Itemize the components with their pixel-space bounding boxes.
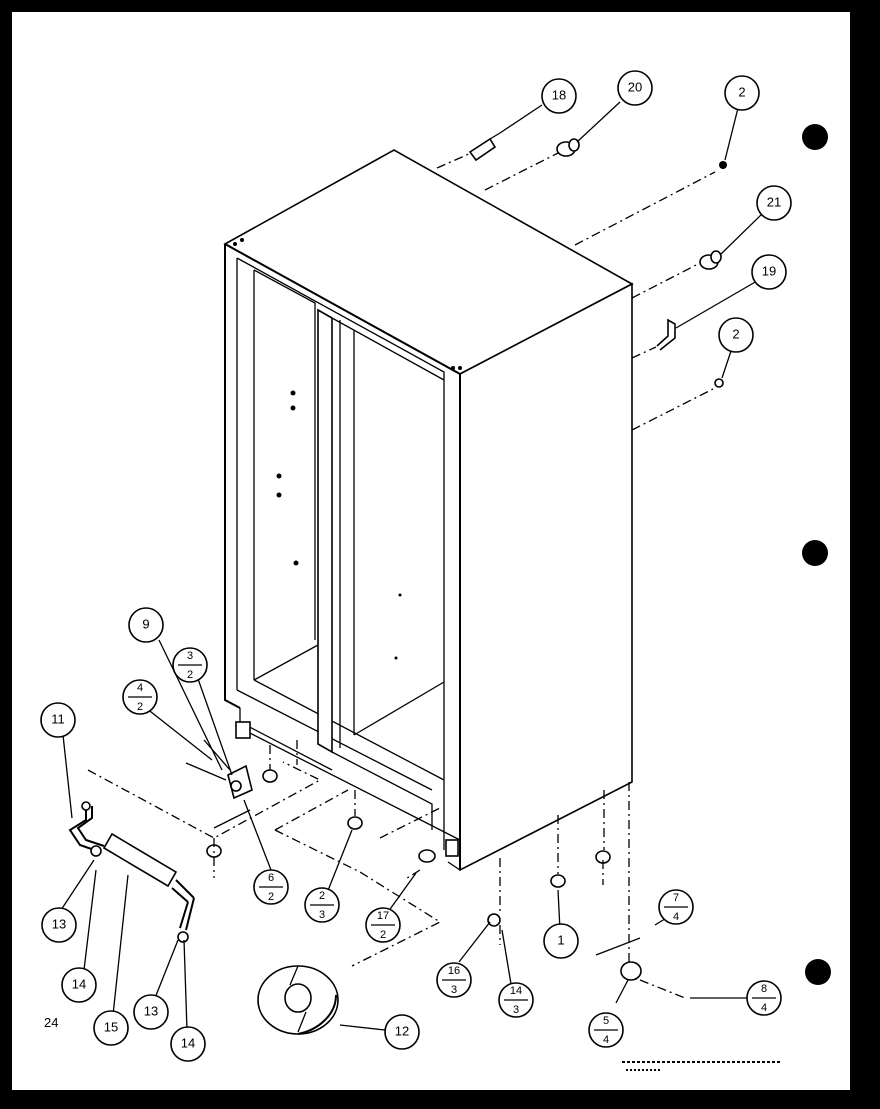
callout-5-over-4-bottom: 4 [603, 1034, 609, 1046]
callout-7-over-4-top: 7 [673, 892, 679, 904]
callout-9: 9 [128, 607, 164, 643]
callout-21: 21 [756, 185, 792, 221]
callout-14-right: 14 [170, 1026, 206, 1062]
callout-4-over-2-bottom: 2 [137, 701, 143, 713]
callout-2-side: 2 [718, 317, 754, 353]
callout-15-label: 15 [104, 1019, 118, 1034]
callout-12-label: 12 [395, 1023, 409, 1038]
callout-2-over-3-top: 2 [319, 890, 325, 902]
page-number: 24 [44, 1015, 59, 1030]
callout-8-over-4: 84 [746, 980, 782, 1016]
callout-19: 19 [751, 254, 787, 290]
part-2-screw-side [714, 378, 724, 388]
callout-13-right-label: 13 [144, 1003, 158, 1018]
callout-18-label: 18 [552, 87, 566, 102]
scan-artifact [622, 1061, 780, 1071]
callout-13-left-label: 13 [52, 916, 66, 931]
callout-4-over-2: 42 [122, 679, 158, 715]
callout-6-over-2-top: 6 [268, 872, 274, 884]
callout-14-over-3-bottom: 3 [513, 1004, 519, 1016]
hinge-bracket-assembly [185, 739, 253, 829]
callout-17-over-2-top: 17 [377, 910, 389, 922]
callout-11: 11 [40, 702, 76, 738]
refrigerator-cabinet [223, 149, 634, 872]
callout-2-over-3-bottom: 3 [319, 909, 325, 921]
binder-hole-bottom [805, 959, 831, 985]
callout-2-top-label: 2 [738, 84, 745, 99]
callout-3-over-2-bottom: 2 [187, 669, 193, 681]
part-20-plug [556, 138, 580, 157]
callout-14-right-label: 14 [181, 1035, 195, 1050]
part-12-drain-ring [257, 965, 339, 1035]
cabinet-right-side [459, 282, 633, 872]
callout-13-left: 13 [41, 907, 77, 943]
drain-tube-assembly [68, 801, 195, 943]
part-2-screw-top [719, 161, 727, 169]
callout-14-left: 14 [61, 967, 97, 1003]
callout-2-over-3: 23 [304, 887, 340, 923]
callout-20: 20 [617, 70, 653, 106]
callout-8-over-4-bottom: 4 [761, 1002, 767, 1014]
callout-3-over-2: 32 [172, 647, 208, 683]
callout-16-over-3-top: 16 [448, 965, 460, 977]
callout-15: 15 [93, 1010, 129, 1046]
callout-12: 12 [384, 1014, 420, 1050]
callout-8-over-4-top: 8 [761, 983, 767, 995]
callout-1: 1 [543, 923, 579, 959]
callout-19-label: 19 [762, 263, 776, 278]
callout-14-left-label: 14 [72, 976, 86, 991]
callout-13-right: 13 [133, 994, 169, 1030]
center-mullion [317, 308, 333, 754]
callout-14-over-3: 14 3 [498, 982, 534, 1018]
callout-17-over-2-bottom: 2 [380, 929, 386, 941]
binder-hole-middle [802, 540, 828, 566]
callout-6-over-2-bottom: 2 [268, 891, 274, 903]
callout-5-over-4-top: 5 [603, 1015, 609, 1027]
callout-16-over-3: 16 3 [436, 962, 472, 998]
callout-1-label: 1 [557, 932, 564, 947]
callout-5-over-4: 54 [588, 1012, 624, 1048]
callout-11-label: 11 [51, 711, 65, 726]
callout-2-side-label: 2 [732, 326, 739, 341]
callout-3-over-2-top: 3 [187, 650, 193, 662]
callout-9-label: 9 [142, 616, 149, 631]
callout-16-over-3-bottom: 3 [451, 984, 457, 996]
callout-21-label: 21 [767, 194, 781, 209]
part-18-fitting [468, 132, 501, 162]
cabinet-left-edge [224, 244, 241, 709]
callout-18: 18 [541, 78, 577, 114]
binder-hole-top [802, 124, 828, 150]
callout-14-over-3-top: 14 [510, 985, 522, 997]
callout-17-over-2: 17 2 [365, 907, 401, 943]
callout-7-over-4: 74 [658, 889, 694, 925]
part-19-bracket [656, 318, 676, 351]
part-21-plug [699, 250, 722, 270]
callout-7-over-4-bottom: 4 [673, 911, 679, 923]
callout-2-top: 2 [724, 75, 760, 111]
callout-20-label: 20 [628, 79, 642, 94]
callout-6-over-2: 62 [253, 869, 289, 905]
callout-4-over-2-top: 4 [137, 682, 143, 694]
